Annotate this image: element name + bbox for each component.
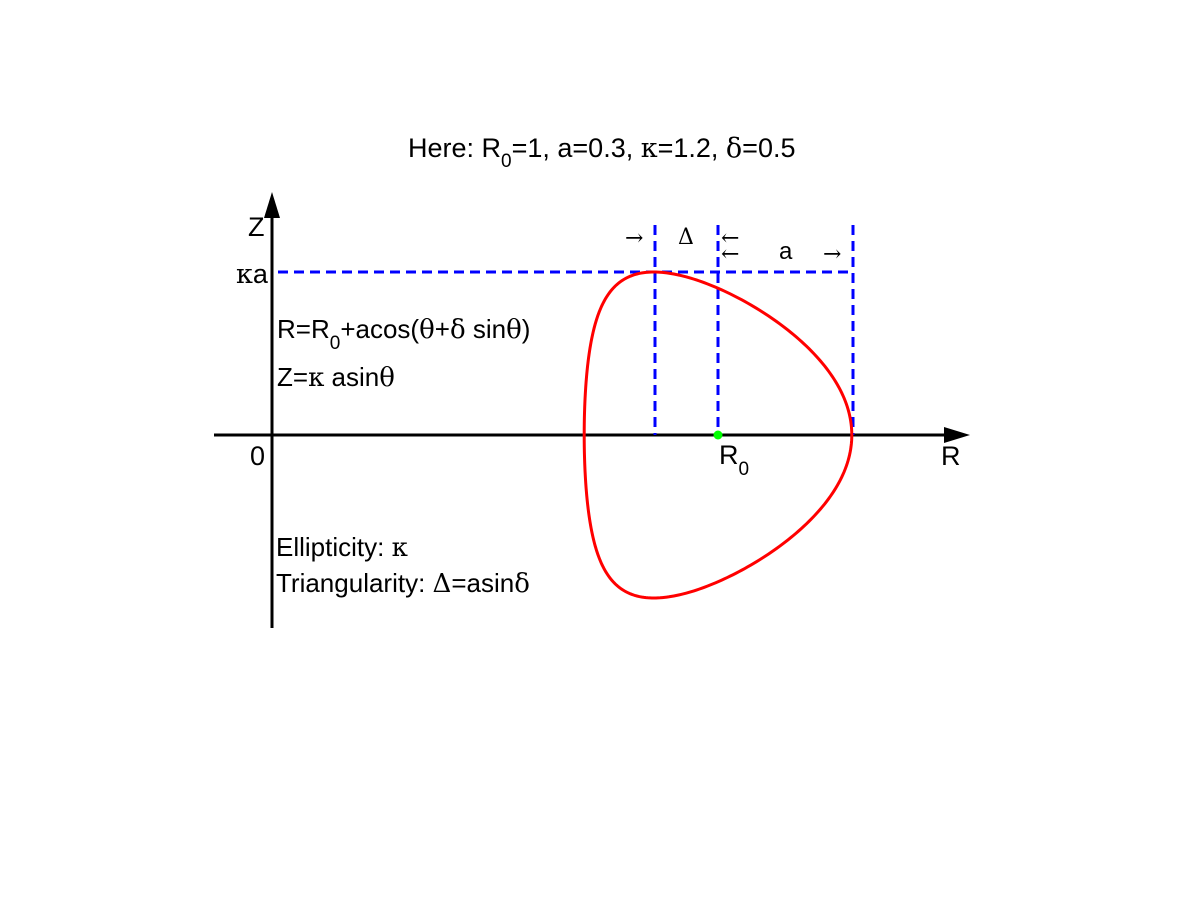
kappa-a-label: κa — [236, 259, 269, 290]
delta-left-arrow: → — [625, 226, 643, 251]
r-equation: R=R0+acos(θ+δ sinθ) — [277, 314, 530, 354]
ellipticity-note: Ellipticity: κ — [276, 532, 408, 563]
a-dimension-label: a — [779, 238, 793, 265]
origin-label: 0 — [250, 441, 265, 471]
plasma-boundary-curve — [582, 270, 854, 600]
delta-dimension-label: Δ — [678, 225, 694, 250]
r0-label: R0 — [719, 440, 749, 480]
a-left-arrow: ← — [721, 242, 739, 267]
triangularity-note: Triangularity: Δ=asinδ — [276, 568, 530, 599]
r-axis-label: R — [941, 441, 961, 471]
a-right-arrow: → — [823, 242, 841, 267]
z-axis-label: Z — [248, 212, 265, 242]
title: Here: R0=1, a=0.3, κ=1.2, δ=0.5 — [408, 133, 795, 172]
delta-right-arrow: ← — [721, 226, 739, 251]
r0-center-dot — [713, 430, 723, 440]
z-axis-arrowhead — [264, 192, 280, 218]
r-axis-arrowhead — [944, 427, 970, 443]
z-equation: Z=κ asinθ — [277, 362, 395, 393]
